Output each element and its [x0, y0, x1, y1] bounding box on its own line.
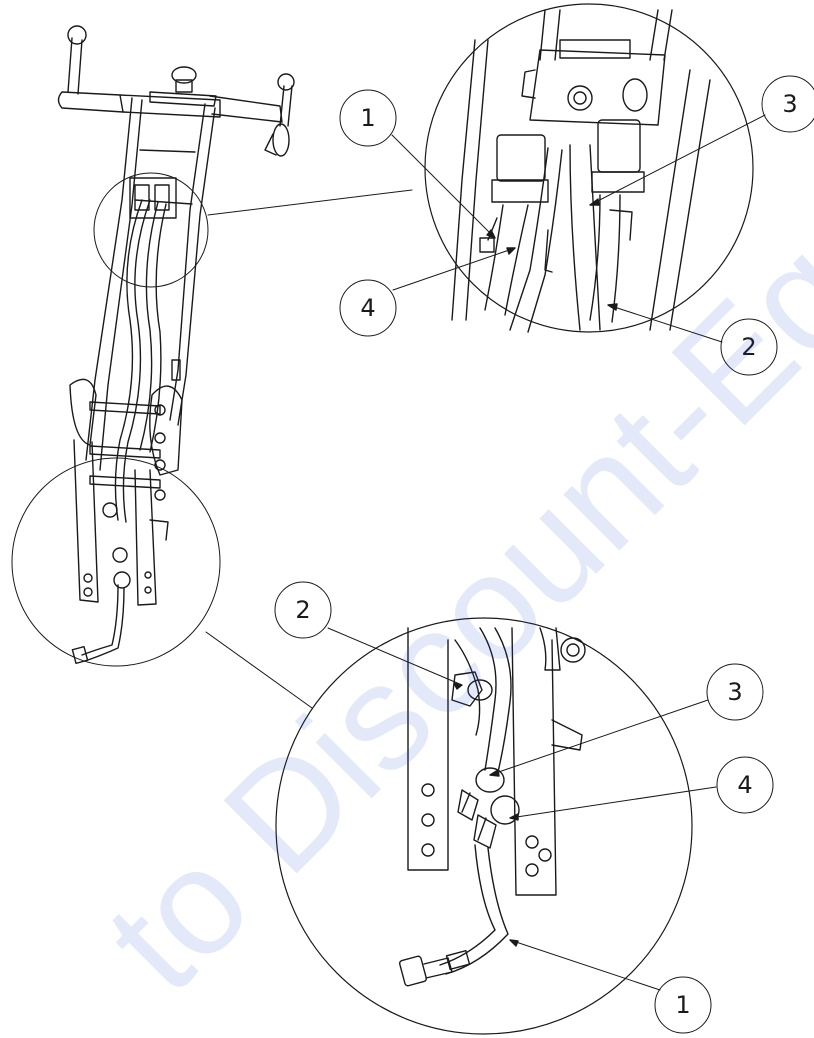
callout-label-top-4: 4 [360, 294, 375, 322]
cross-bars [89, 401, 161, 489]
callout-label-top-3: 3 [782, 90, 797, 118]
callout-bubble-bottom-4 [716, 756, 774, 814]
callout-bubble-top-3 [761, 75, 814, 133]
callout-label-bottom-3: 3 [727, 678, 742, 706]
callout-label-bottom-1: 1 [675, 991, 690, 1019]
lower-plates [73, 439, 169, 606]
detail-view-bottom [11, 457, 717, 1035]
callout-label-bottom-2: 2 [295, 596, 310, 624]
callout-label-top-2: 2 [741, 333, 756, 361]
frame-upright [85, 97, 216, 471]
callout-bubble-top-4 [339, 279, 397, 337]
hose-bundle [114, 199, 167, 523]
callout-bubble-bottom-1 [654, 976, 712, 1034]
valve-block [129, 177, 177, 219]
ratchet-plate [69, 359, 183, 501]
callout-bubble-bottom-2 [274, 581, 332, 639]
top-knob [149, 66, 217, 107]
callout-label-top-1: 1 [360, 104, 375, 132]
callout-bubble-top-1 [339, 89, 397, 147]
watermark-text: to Discount-Equipment [74, 0, 814, 1023]
handle-bar [57, 25, 295, 157]
callout-bubble-bottom-3 [706, 663, 764, 721]
callout-label-bottom-4: 4 [737, 771, 752, 799]
bottom-hose [71, 584, 125, 665]
callout-bubble-top-2 [720, 318, 778, 376]
detail-view-top [93, 3, 766, 343]
main-assembly [57, 25, 295, 665]
